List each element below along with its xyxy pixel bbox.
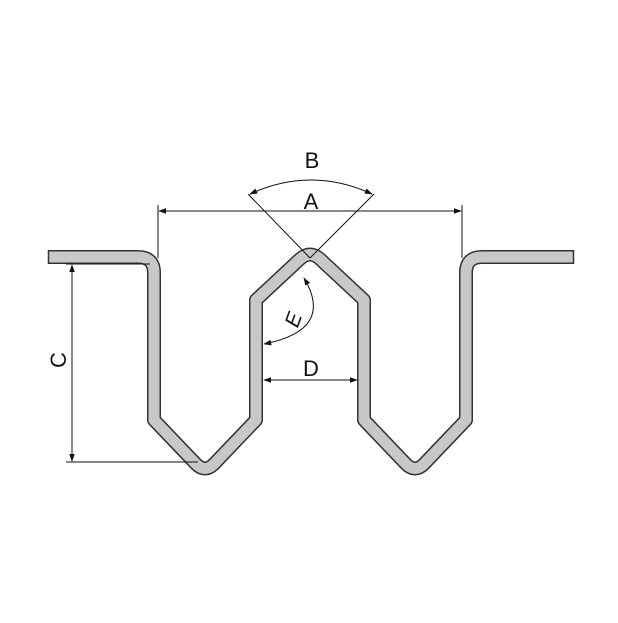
- dimension-b: B: [247, 148, 375, 259]
- label-a: A: [304, 189, 319, 214]
- label-d: D: [303, 356, 319, 381]
- angle-b-arc: [249, 179, 373, 195]
- dimension-d: D: [263, 356, 358, 383]
- dimension-a: A: [157, 189, 463, 258]
- angle-b-ray-left: [247, 193, 311, 259]
- angle-e-arc: [263, 277, 314, 346]
- label-e: E: [281, 308, 308, 330]
- angle-b-ray-right: [309, 193, 375, 259]
- dimension-c: C: [46, 263, 198, 463]
- label-b: B: [305, 148, 320, 173]
- label-c: C: [46, 352, 71, 368]
- profile-fill: [48, 249, 574, 474]
- sheet-profile: [47, 247, 575, 476]
